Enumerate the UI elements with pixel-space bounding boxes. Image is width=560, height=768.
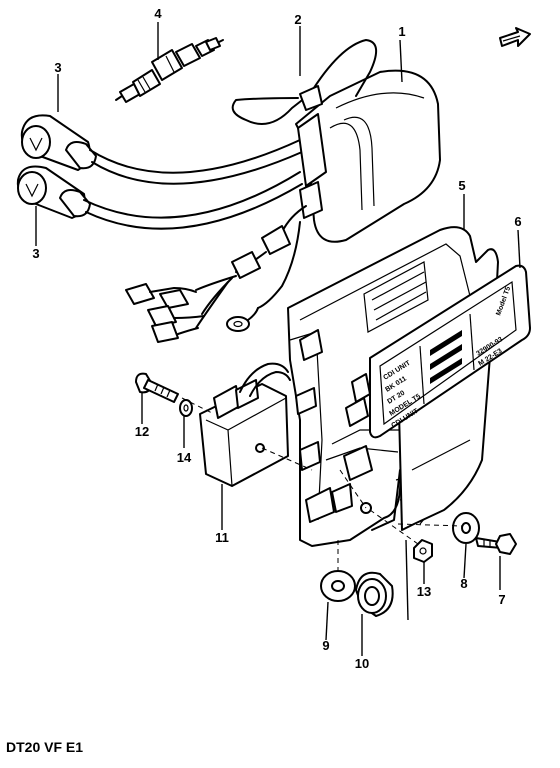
- callout-6: 6: [514, 214, 521, 229]
- bolt-7: [475, 533, 517, 555]
- callout-8: 8: [460, 576, 467, 591]
- callout-11: 11: [215, 530, 229, 545]
- grommet-10: [355, 571, 394, 617]
- rectifier-regulator: [199, 362, 291, 487]
- callout-3-upper: 3: [54, 60, 61, 75]
- callout-2: 2: [294, 12, 301, 27]
- high-tension-leads: [83, 139, 303, 230]
- washer-9: [320, 570, 356, 602]
- callout-14: 14: [177, 450, 192, 465]
- callouts: 1 2 3 3 4 5 6 7 8 9 10 11 12 13 14: [32, 6, 521, 671]
- ground-lead: [231, 39, 377, 125]
- callout-13: 13: [417, 584, 431, 599]
- callout-9: 9: [322, 638, 329, 653]
- assembly-guide-lines: [181, 397, 463, 574]
- callout-12: 12: [135, 424, 149, 439]
- spark-plug: [115, 37, 224, 103]
- ignition-coil: [295, 69, 441, 243]
- leader-lines: [35, 22, 521, 656]
- washer-8: [452, 512, 480, 544]
- callout-7: 7: [498, 592, 505, 607]
- plug-cap-lower: [16, 165, 91, 219]
- nut-13: [413, 539, 433, 563]
- callout-3-lower: 3: [32, 246, 39, 261]
- name-plate: Model T5 CDI UNIT BK 011 DT 20 MODEL T5 …: [369, 264, 531, 439]
- wiring-harness: [125, 205, 307, 343]
- callout-1: 1: [398, 24, 405, 39]
- plug-cap-upper: [20, 114, 97, 171]
- bolt-12: [135, 372, 179, 403]
- callout-5: 5: [458, 178, 465, 193]
- callout-10: 10: [355, 656, 369, 671]
- direction-arrow-icon: [499, 27, 531, 47]
- diagram-code: DT20 VF E1: [6, 739, 83, 755]
- callout-4: 4: [154, 6, 162, 21]
